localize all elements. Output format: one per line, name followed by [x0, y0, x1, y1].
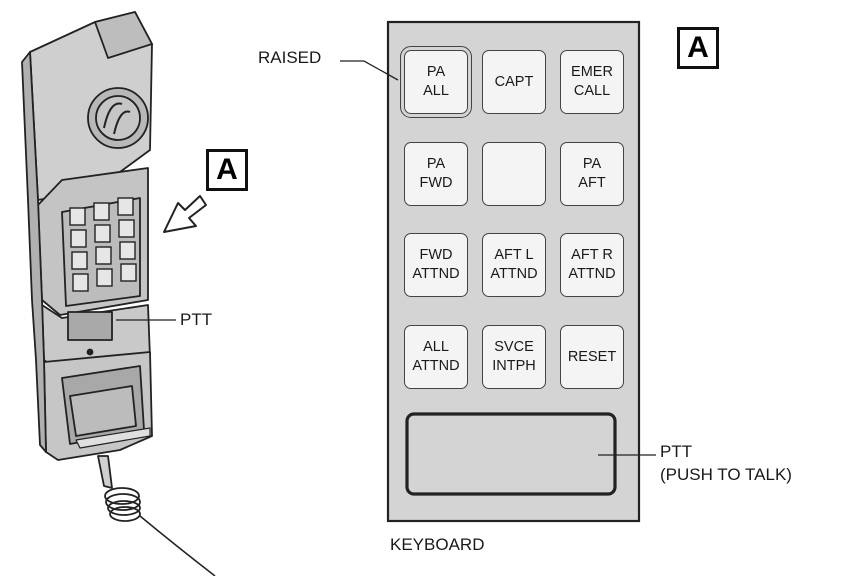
key-pa-fwd[interactable]: PA FWD: [404, 142, 468, 206]
key-pa-all[interactable]: PA ALL: [400, 46, 472, 118]
handset: [21, 11, 216, 576]
key-reset[interactable]: RESET: [560, 325, 624, 389]
view-arrow-icon: [163, 195, 207, 233]
ptt-panel-label: PTT: [660, 442, 693, 461]
ptt-handset-label: PTT: [180, 310, 213, 329]
handset-ptt-button: [67, 311, 113, 341]
ptt-panel-sublabel: (PUSH TO TALK): [660, 465, 792, 484]
key-blank[interactable]: [482, 142, 546, 206]
handset-keypad: [69, 197, 137, 292]
view-ref-a-handset: A: [206, 149, 248, 191]
key-fwd-attnd[interactable]: FWD ATTND: [404, 233, 468, 297]
key-pa-aft[interactable]: PA AFT: [560, 142, 624, 206]
key-svce-intph[interactable]: SVCE INTPH: [482, 325, 546, 389]
key-aft-l-attnd[interactable]: AFT L ATTND: [482, 233, 546, 297]
raised-label: RAISED: [258, 48, 322, 67]
key-aft-r-attnd[interactable]: AFT R ATTND: [560, 233, 624, 297]
panel-ptt-bar: [405, 412, 617, 496]
key-emer-call[interactable]: EMER CALL: [560, 50, 624, 114]
key-all-attnd[interactable]: ALL ATTND: [404, 325, 468, 389]
view-ref-a-panel: A: [677, 27, 719, 69]
key-capt[interactable]: CAPT: [482, 50, 546, 114]
raised-leader: [340, 60, 399, 81]
keyboard-label: KEYBOARD: [390, 535, 485, 554]
